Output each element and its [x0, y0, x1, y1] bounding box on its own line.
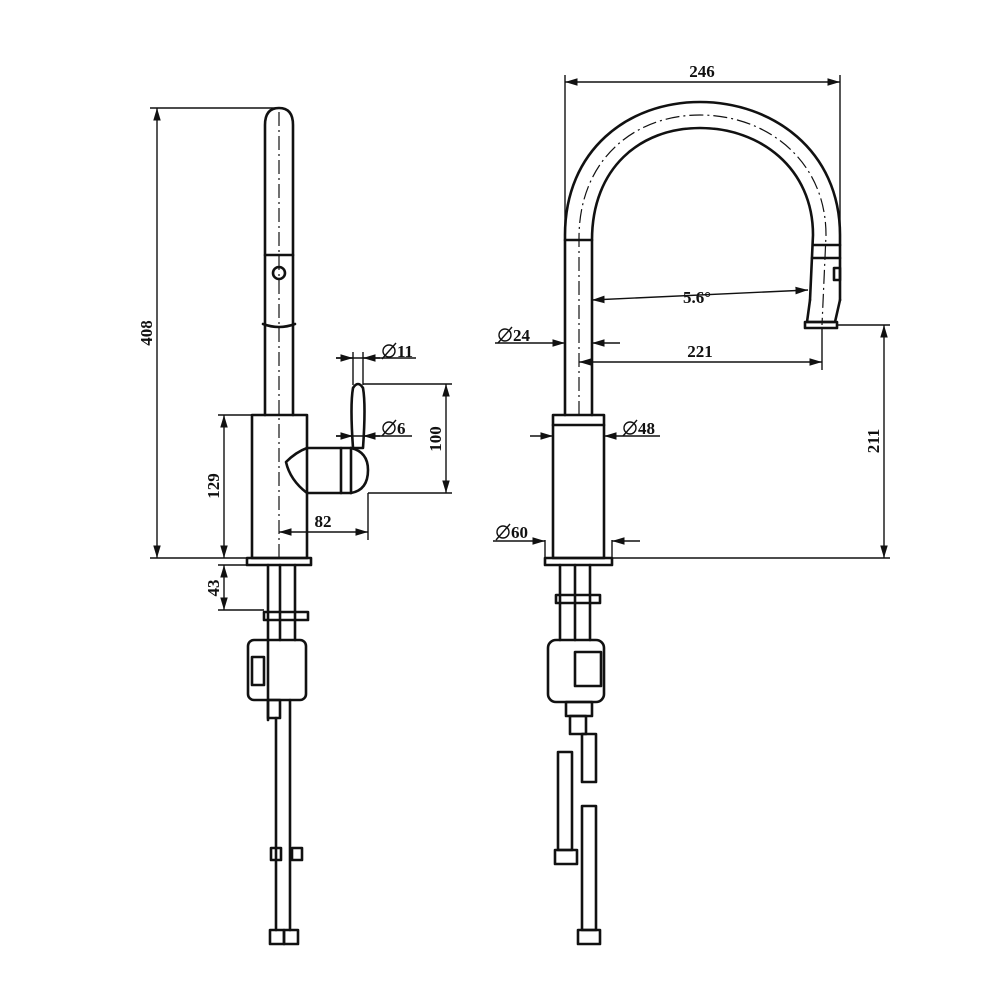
front-body — [551, 413, 606, 560]
diameter-symbol-icon — [381, 419, 397, 437]
side-mixing-valve — [246, 638, 308, 702]
side-lever-handle — [284, 446, 353, 495]
dim-lever-pin-diameter: 6 — [397, 419, 406, 438]
dim-spout-diameter: 24 — [513, 326, 531, 345]
front-hose-nut-left — [553, 848, 579, 866]
side-view: 408 129 43 11 100 6 — [137, 106, 452, 946]
dim-below-deck: 43 — [204, 580, 223, 597]
dim-overall-width: 246 — [689, 62, 715, 81]
diameter-symbol-icon — [495, 523, 511, 541]
side-spout-tube — [263, 106, 295, 417]
front-spout-outer — [563, 100, 842, 417]
diameter-symbol-icon — [497, 326, 513, 344]
side-lever-stem — [350, 382, 366, 450]
dim-overall-height: 408 — [137, 320, 156, 346]
dim-spray-angle: 5.6° — [683, 288, 711, 307]
front-view: 246 5.6° 24 221 48 60 — [493, 62, 890, 946]
dim-base-diameter: 60 — [511, 523, 528, 542]
diameter-symbol-icon — [381, 342, 397, 360]
dim-lever-diameter: 11 — [397, 342, 413, 361]
dim-spout-outlet-height: 211 — [864, 429, 883, 454]
front-spout-inner — [590, 126, 815, 417]
dim-spout-reach: 221 — [687, 342, 713, 361]
front-hose-nut-right — [576, 928, 602, 946]
dim-lever-projection: 82 — [315, 512, 332, 531]
dim-body-height: 129 — [204, 473, 223, 499]
side-hose-nut-right — [282, 928, 300, 946]
side-hose-nut-left — [268, 928, 286, 946]
spray-button-icon — [271, 265, 287, 281]
dim-lever-height: 100 — [426, 426, 445, 452]
diameter-symbol-icon — [622, 419, 638, 437]
dim-body-diameter: 48 — [638, 419, 655, 438]
